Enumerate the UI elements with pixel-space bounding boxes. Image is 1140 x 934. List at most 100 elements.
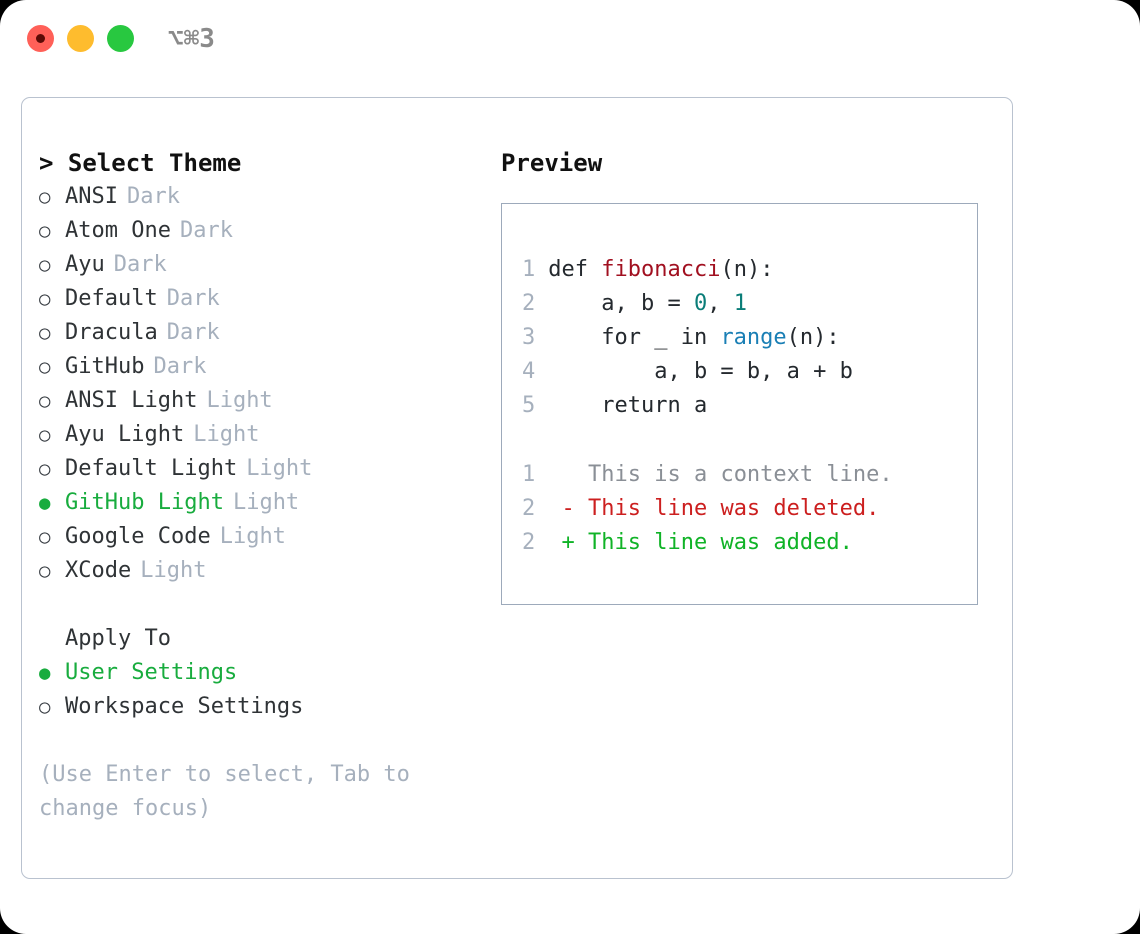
theme-option-row[interactable]: ○ ANSI Light Light [39, 384, 469, 418]
theme-option-label: GitHub [65, 354, 145, 379]
code-token: (n): [786, 325, 840, 350]
code-token: range [720, 325, 787, 350]
apply-to-option-label: Workspace Settings [65, 694, 304, 719]
code-token: def [548, 257, 602, 282]
theme-option-label: Dracula [65, 320, 158, 345]
title-bar: ⌥⌘3 [0, 0, 1140, 78]
preview-heading: Preview [501, 149, 603, 177]
diff-sample: 1 This is a context line.2 - This line w… [522, 458, 893, 560]
code-token: a, b = [548, 291, 694, 316]
radio-unselected-icon: ○ [39, 288, 51, 310]
radio-unselected-icon: ○ [39, 696, 51, 718]
code-token: fibonacci [601, 257, 721, 282]
diff-line: 1 This is a context line. [522, 458, 893, 492]
code-token: , [707, 291, 734, 316]
code-token: a, b = b, a + b [548, 359, 853, 384]
code-line: 5 return a [522, 389, 853, 423]
theme-variant-tag: Light [140, 558, 207, 583]
code-token: return a [548, 393, 708, 418]
close-button-icon[interactable] [27, 25, 54, 52]
diff-text: This line was added. [574, 530, 853, 555]
code-line-number: 5 [522, 393, 536, 418]
code-line-number: 4 [522, 359, 536, 384]
radio-unselected-icon: ○ [39, 424, 51, 446]
apply-to-heading-spacer: ○ [39, 622, 65, 656]
diff-line-number: 1 [522, 462, 536, 487]
diff-text: This is a context line. [574, 462, 893, 487]
theme-variant-tag: Light [193, 422, 260, 447]
theme-option-label: ANSI [65, 184, 118, 209]
radio-unselected-icon: ○ [39, 254, 51, 276]
apply-to-heading-row: ○ Apply To [39, 622, 469, 656]
theme-variant-tag: Light [219, 524, 286, 549]
maximize-button-icon[interactable] [107, 25, 134, 52]
minimize-button-icon[interactable] [67, 25, 94, 52]
theme-variant-tag: Dark [113, 252, 167, 277]
diff-marker: - [561, 496, 575, 521]
code-token: 1 [733, 291, 747, 316]
theme-variant-tag: Light [246, 456, 313, 481]
theme-option-label: Google Code [65, 524, 211, 549]
radio-unselected-icon: ○ [39, 526, 51, 548]
apply-to-option-label: User Settings [65, 660, 238, 685]
theme-option-row[interactable]: ○ GitHub Dark [39, 350, 469, 384]
theme-option-label: Default [65, 286, 158, 311]
apply-to-option-row[interactable]: ● User Settings [39, 656, 469, 690]
theme-option-row[interactable]: ○ Ayu Dark [39, 248, 469, 282]
theme-option-row[interactable]: ○ Ayu Light Light [39, 418, 469, 452]
code-line-number: 1 [522, 257, 536, 282]
radio-unselected-icon: ○ [39, 322, 51, 344]
apply-to-option-row[interactable]: ○ Workspace Settings [39, 690, 469, 724]
theme-variant-tag: Dark [126, 184, 180, 209]
radio-unselected-icon: ○ [39, 356, 51, 378]
theme-variant-tag: Dark [179, 218, 233, 243]
keyboard-shortcut-label: ⌥⌘3 [168, 24, 215, 54]
theme-option-row[interactable]: ○ Atom One Dark [39, 214, 469, 248]
diff-line-number: 2 [522, 530, 536, 555]
theme-variant-tag: Dark [166, 286, 220, 311]
diff-marker: + [561, 530, 575, 555]
code-line-number: 2 [522, 291, 536, 316]
radio-unselected-icon: ○ [39, 458, 51, 480]
radio-unselected-icon: ○ [39, 390, 51, 412]
code-line: 2 a, b = 0, 1 [522, 287, 853, 321]
theme-option-row[interactable]: ○ Default Light Light [39, 452, 469, 486]
radio-unselected-icon: ○ [39, 560, 51, 582]
radio-unselected-icon: ○ [39, 220, 51, 242]
theme-variant-tag: Light [206, 388, 273, 413]
code-line-number: 3 [522, 325, 536, 350]
apply-to-list: ● User Settings ○ Workspace Settings [39, 656, 469, 724]
code-line: 3 for _ in range(n): [522, 321, 853, 355]
preview-column: Preview 1 def fibonacci(n):2 a, b = 0, 1… [501, 146, 996, 605]
keyboard-hint-text: (Use Enter to select, Tab to change focu… [39, 762, 410, 821]
diff-line: 2 - This line was deleted. [522, 492, 893, 526]
radio-selected-icon: ● [39, 662, 51, 684]
theme-option-row[interactable]: ○ Default Dark [39, 282, 469, 316]
theme-variant-tag: Dark [153, 354, 207, 379]
theme-variant-tag: Light [232, 490, 300, 515]
apply-to-heading: Apply To [65, 626, 171, 651]
theme-option-row[interactable]: ○ Dracula Dark [39, 316, 469, 350]
theme-variant-tag: Dark [166, 320, 220, 345]
code-line: 4 a, b = b, a + b [522, 355, 853, 389]
theme-option-label: Ayu [65, 252, 105, 277]
theme-option-label: ANSI Light [65, 388, 198, 413]
theme-option-row[interactable]: ○ Google Code Light [39, 520, 469, 554]
diff-text: This line was deleted. [574, 496, 880, 521]
theme-option-label: Default Light [65, 456, 238, 481]
theme-option-label: XCode [65, 558, 132, 583]
code-token: (n): [720, 257, 774, 282]
diff-line-number: 2 [522, 496, 536, 521]
theme-option-label: Ayu Light [65, 422, 185, 447]
theme-option-label: GitHub Light [65, 490, 224, 515]
code-token: 0 [693, 291, 708, 316]
theme-option-row[interactable]: ○ XCode Light [39, 554, 469, 588]
theme-option-label: Atom One [65, 218, 171, 243]
